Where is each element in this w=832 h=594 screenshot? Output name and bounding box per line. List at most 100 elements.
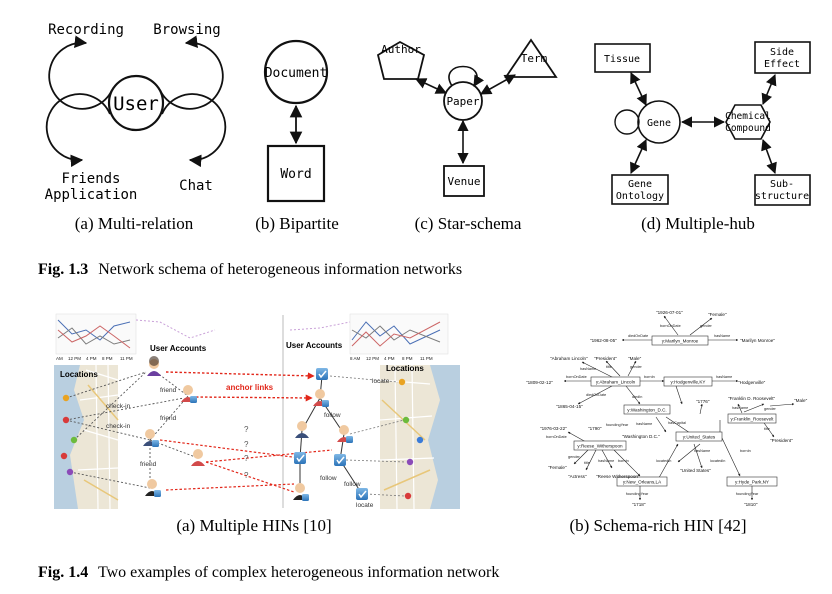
right-locate-edges [329,375,407,497]
edge-label: locatedIn [656,459,671,463]
edge-label: hasName [732,406,748,410]
friend-label-3: friend [140,461,157,468]
edge-label: foundingYear [606,423,629,427]
follow-label-3: follow [344,481,361,488]
node-united-states: y:United_States [683,435,716,440]
gene-ontology-node [611,174,669,205]
time-tick: AM [56,356,63,361]
edge-label: hasName [636,422,652,426]
locations-right-label: Locations [386,364,424,373]
edge-label: bornIn [644,375,655,379]
author-label: Author [381,43,421,56]
schema-star: Author Term Paper Venue (c) Star-schema [376,38,558,233]
fig-1-4-caption: Fig. 1.4 Two examples of complex heterog… [38,564,499,581]
literal-1718: "1718" [632,502,646,507]
literal-male-left: "Male" [628,356,642,361]
node-hodgenville: y:Hodgenville,KY [671,380,706,385]
question-mark-4: ? [244,471,249,480]
edge-label: bornOnDate [546,435,567,439]
literal-1776: "1776" [696,399,710,404]
edge-label: bornOnDate [566,375,587,379]
schema-multiple-hub: Tissue Side Effect Gene Chemical Compoun… [594,41,811,233]
gene-label: Gene [647,118,671,129]
document-label: Document [265,66,328,81]
edge-label: title [606,365,612,369]
user-icon [337,425,353,443]
question-mark-1: ? [244,425,249,434]
question-mark-2: ? [244,440,249,449]
substructure-label-2: structure [755,191,809,202]
gene-node [637,100,681,144]
edge-label: bornIn [618,459,629,463]
fig-1-3-caption-text: Network schema of heterogeneous informat… [98,261,462,278]
literal-female-bottom: "Female" [548,465,567,470]
right-user-icons [293,368,368,501]
application-label: Application [45,187,138,203]
browsing-loop [159,35,224,110]
chat-label: Chat [179,178,213,194]
literal-1976: "1976-03-22" [540,426,567,431]
tissue-node [594,43,651,73]
literal-hodgenville: "Hodgenville" [738,380,766,385]
literal-washington: "Washington D.C." [622,434,660,439]
left-location-map [54,364,119,510]
left-location-pins [60,394,78,476]
substructure-node [754,174,811,206]
literal-1810: "1810" [744,502,758,507]
schema-rich-edges [563,315,795,501]
follow-label-2: follow [320,475,337,482]
word-label: Word [280,167,311,182]
edge-label: gender [568,455,581,459]
user-node [107,74,165,132]
check-in-label-2: check-in [106,423,131,430]
chat-loop [161,93,227,168]
node-washington: y:Washington_D.C. [627,408,666,413]
edge-label: title [584,461,590,465]
user-accounts-left-label: User Accounts [150,344,207,353]
caption-c-star-schema: (c) Star-schema [415,214,522,233]
tissue-label: Tissue [604,54,640,65]
node-hyde-park: y:Hyde_Park,NY [735,480,769,485]
literal-male-right: "Male" [794,398,808,403]
document-node [263,39,329,105]
user-icon [356,488,368,500]
edge-label: hasName [580,367,596,371]
user-icon [313,389,329,407]
friend-label-1: friend [160,387,177,394]
time-tick: 8 PM [102,356,113,361]
fig-1-3-caption-label: Fig. 1.3 [38,261,88,278]
user-label: User [113,93,159,115]
schema-rich-node-boxes [573,335,778,487]
user-icon [145,479,161,497]
user-icon [295,421,309,438]
anchor-links-label: anchor links [226,383,274,392]
literal-president: "President" [594,356,617,361]
word-node [266,144,326,203]
edge-label: diedIn [632,395,642,399]
venue-node [443,165,485,197]
edge-label: foundingYear [736,492,759,496]
compound-substructure-edge [761,138,777,175]
edge-label: diedOnDate [628,334,648,338]
literal-1790: "1790" [588,426,602,431]
caption-d-multiple-hub: (d) Multiple-hub [641,214,755,233]
schema-rich-edge-labels: bornOnDate gender diedOnDate hasName has… [546,324,777,496]
node-new-orleans: y:New_Orleans,LA [623,480,662,485]
user-icon [334,454,346,466]
term-label: Term [521,52,548,65]
time-tick: 11 PM [120,356,133,361]
gene-self-loop [614,109,640,135]
side-effect-node [754,41,811,74]
edge-label: bornOnDate [660,324,681,328]
substructure-label-1: Sub- [770,179,794,190]
chemical-label-2: Compound [725,123,771,134]
edge-label: gender [630,365,643,369]
edge-label: title [764,427,770,431]
fig-1-3-caption: Fig. 1.3 Network schema of heterogeneous… [38,261,462,278]
caption-multiple-hins: (a) Multiple HINs [10] [176,516,331,535]
time-tick: 8 PM [402,356,413,361]
user-icon [294,452,306,464]
recording-label: Recording [48,22,124,38]
gene-ontology-label-1: Gene [628,179,652,190]
literal-1962: "1962-08-05" [590,338,617,343]
